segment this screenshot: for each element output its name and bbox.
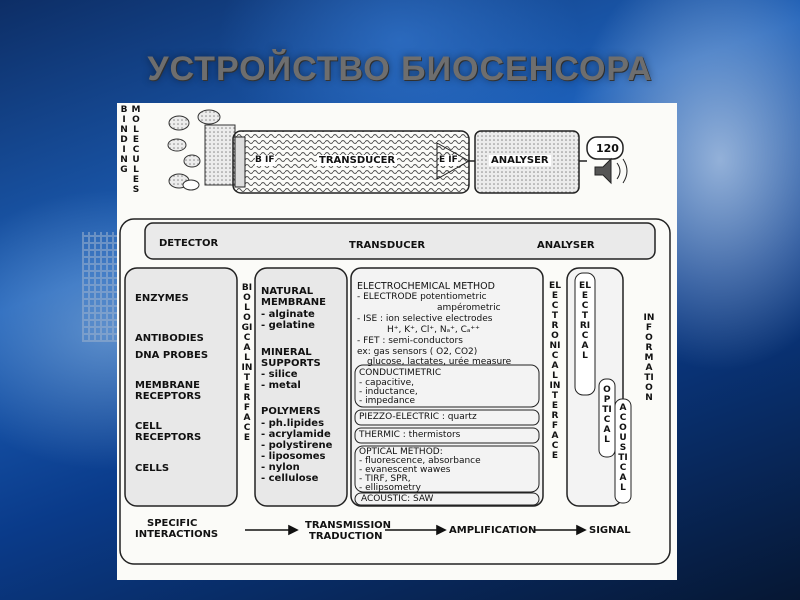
binding-molecules-group — [167, 109, 221, 191]
electrochemical-line-5: - FET : semi-conductors — [357, 336, 463, 346]
natural-membrane-title: NATURAL MEMBRANE — [261, 286, 326, 308]
electrochemical-line-3: - ISE : ion selective electrodes — [357, 314, 493, 324]
display-value: 120 — [596, 142, 619, 155]
flow-amplification: AMPLIFICATION — [449, 525, 537, 536]
polymer-item-1: - acrylamide — [261, 429, 331, 440]
binding-label-part2: MOLECULES — [131, 105, 141, 195]
electrochemical-line-2: ampérometric — [437, 303, 501, 313]
electrochemical-line-7: glucose, lactates, urée measure — [367, 357, 512, 367]
optical-line-2: - evanescent wawes — [359, 465, 451, 475]
receptor-dna-probes: DNA PROBES — [135, 350, 209, 361]
receptor-membrane: MEMBRANE RECEPTORS — [135, 380, 202, 402]
biosensor-diagram: BINDING MOLECULES B IF TRANSDUCER E IF A… — [117, 103, 677, 580]
polymer-item-5: - cellulose — [261, 473, 319, 484]
bif-label: B IF — [255, 155, 275, 166]
natural-item-1: - gelatine — [261, 320, 315, 331]
flow-specific-2: INTERACTIONS — [135, 529, 219, 540]
receptor-antibodies: ANTIBODIES — [135, 333, 204, 344]
flow-signal: SIGNAL — [589, 525, 631, 536]
output-optical: OPTICAL — [602, 385, 612, 445]
optical-line-1: - fluorescence, absorbance — [359, 456, 481, 466]
acoustic-line: ACOUSTIC: SAW — [361, 494, 434, 504]
electronical-interface-label: ELECTRONICAL INTERFACE — [549, 281, 561, 461]
biological-interface-label: BIOLOGICAL INTERFACE — [241, 283, 253, 443]
electrochemical-line-4: H⁺, K⁺, Cl⁺, Nₐ⁺, Cₐ⁺⁺ — [387, 325, 480, 335]
circuit-decoration — [82, 232, 122, 342]
mineral-supports-title: MINERAL SUPPORTS — [261, 347, 321, 369]
output-electrical: ELECTRICAL — [579, 281, 591, 361]
polymer-item-3: - liposomes — [261, 451, 326, 462]
polymers-title: POLYMERS — [261, 406, 321, 417]
conductimetric-line-0: CONDUCTIMETRIC — [359, 368, 442, 378]
receptor-enzymes: ENZYMES — [135, 293, 189, 304]
optical-line-3: - TIRF, SPR, — [359, 474, 411, 484]
binding-label-part1: BINDING — [120, 105, 128, 175]
mineral-item-1: - metal — [261, 380, 301, 391]
electrochemical-line-6: ex: gas sensors ( O2, CO2) — [357, 347, 478, 357]
receptor-cell: CELL RECEPTORS — [135, 421, 202, 443]
receptor-cells: CELLS — [135, 463, 170, 474]
conductimetric-line-2: - inductance, — [359, 387, 418, 397]
conductimetric-line-3: - impedance — [359, 396, 416, 406]
eif-label: E IF — [439, 155, 458, 166]
optical-line-4: - ellipsometry — [359, 483, 421, 493]
piezo-line: PIEZZO-ELECTRIC : quartz — [359, 412, 477, 422]
polymer-item-2: - polystirene — [261, 440, 333, 451]
output-information: INFORMATION — [643, 313, 655, 403]
natural-item-0: - alginate — [261, 309, 315, 320]
optical-line-0: OPTICAL METHOD: — [359, 447, 443, 457]
flow-transmission-2: TRADUCTION — [309, 531, 383, 542]
conductimetric-line-1: - capacitive, — [359, 378, 415, 388]
electrochemical-line-1: - ELECTRODE potentiometric — [357, 292, 487, 302]
thermic-line: THERMIC : thermistors — [359, 430, 461, 440]
header-transducer: TRANSDUCER — [349, 240, 426, 251]
polymer-item-4: - nylon — [261, 462, 300, 473]
polymer-item-0: - ph.lipides — [261, 418, 325, 429]
flow-specific-1: SPECIFIC — [147, 518, 198, 529]
analyser-label-top: ANALYSER — [489, 155, 551, 166]
electrochemical-line-0: ELECTROCHEMICAL METHOD — [357, 281, 495, 292]
header-detector: DETECTOR — [159, 238, 219, 249]
slide-title: УСТРОЙСТВО БИОСЕНСОРА — [147, 50, 653, 88]
flow-transmission-1: TRANSMISSION — [305, 520, 392, 531]
header-analyser: ANALYSER — [537, 240, 595, 251]
output-acoustical: ACOUSTICAL — [618, 403, 628, 493]
transducer-label-top: TRANSDUCER — [317, 155, 398, 166]
mineral-item-0: - silice — [261, 369, 298, 380]
